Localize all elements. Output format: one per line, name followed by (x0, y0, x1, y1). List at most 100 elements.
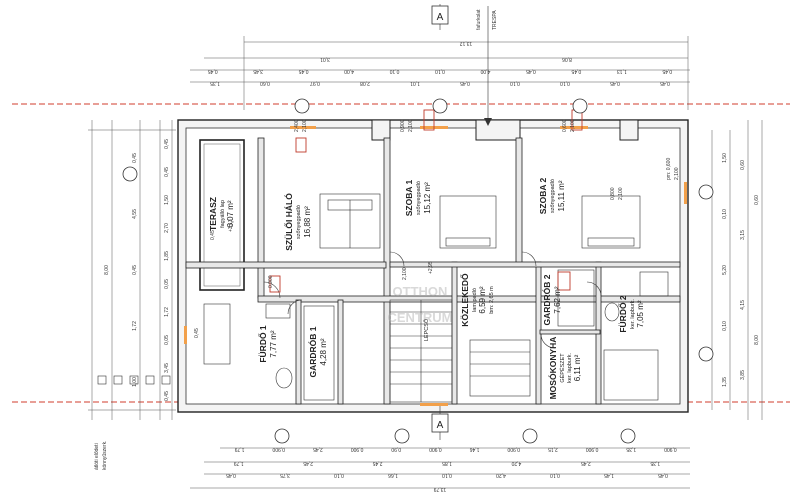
dimension-label: 4,00 (344, 68, 354, 74)
dimension-label: 0,10 (510, 80, 520, 86)
dimension-label: 0,10 (442, 472, 452, 478)
room-terasz: TERASZ fagyálló lap 6,07 m² (208, 197, 235, 231)
room-furdo-2: FÜRDŐ 2 ker. lapburk. 7,05 m² (617, 295, 645, 333)
opening-annotation: 0,900 (400, 119, 406, 132)
dimension-label: 0,10 (722, 321, 728, 331)
wardrobe-1 (303, 305, 335, 401)
svg-text:lam.padló: lam.padló (472, 288, 478, 312)
bottom-dimension-lines (190, 447, 690, 489)
opening-annotation: pm: 0,600 (666, 158, 672, 180)
opening-annotation: 0,900 (268, 275, 274, 288)
svg-text:7,77 m²: 7,77 m² (269, 330, 278, 357)
svg-text:GARDRÓB 1: GARDRÓB 1 (307, 326, 318, 377)
dimension-label: 3,75 (280, 472, 290, 478)
room-gardrob-2: GARDRÓB 2 7,62 m² (541, 274, 562, 325)
room-gardrob-1: GARDRÓB 1 4,28 m² (307, 326, 328, 377)
dimension-label: 0,900 (586, 446, 599, 452)
svg-text:GARDRÓB 2: GARDRÓB 2 (541, 274, 552, 325)
opening-annotation: 0,600 (562, 119, 568, 132)
svg-text:szőnyegpadló: szőnyegpadló (550, 179, 556, 213)
svg-text:6,11 m²: 6,11 m² (573, 354, 582, 381)
svg-text:16,88 m²: 16,88 m² (303, 206, 312, 238)
dimension-label: 8,00 (104, 265, 110, 275)
dimension-label: 1,35 (650, 460, 660, 466)
svg-text:15,11 m²: 15,11 m² (557, 180, 566, 211)
dimension-label: 1,35 (210, 80, 220, 86)
dimension-label: 0,45 (460, 80, 470, 86)
room-mosokonyha: MOSÓKONYHA GÉPÉSZET ker. lapburk. 6,11 m… (547, 337, 582, 400)
staircase (389, 299, 531, 403)
dimension-label: 4,00 (480, 68, 490, 74)
section-marker-bottom (431, 406, 449, 440)
opening-annotation: 2,100 (570, 119, 576, 132)
dimension-label: 0,97 (310, 80, 320, 86)
dimension-label: 8,06 (562, 56, 572, 62)
dimension-label: 1,50 (722, 153, 728, 163)
dimension-label: 0,45 (610, 80, 620, 86)
room-szoba-1: SZOBA 1 szőnyegpadló 15,12 m² (404, 179, 432, 216)
interior-walls (185, 137, 681, 405)
dimension-label: 0,45 (226, 472, 236, 478)
wardrobe-2 (557, 269, 595, 327)
svg-text:6,07 m²: 6,07 m² (226, 200, 235, 227)
dimension-label: 0,10 (560, 80, 570, 86)
stair-label: fafurkolat (476, 9, 482, 30)
door-swings (263, 251, 602, 349)
dimension-label: 1,85 (164, 251, 170, 261)
bathroom-2-fixtures (603, 271, 669, 401)
dimension-label: 0,45 (658, 472, 668, 478)
svg-text:KÖZLEKEDŐ: KÖZLEKEDŐ (459, 273, 470, 327)
dimension-label: 1,72 (132, 321, 138, 331)
left-dimension-lines (88, 120, 176, 420)
dimension-label: 3,15 (740, 230, 746, 240)
footer-note-2: könnyűszerk. (102, 441, 108, 470)
dimension-label: 3,45 (164, 363, 170, 373)
svg-text:szőnyegpadló: szőnyegpadló (296, 205, 302, 239)
svg-text:7,05 m²: 7,05 m² (636, 300, 645, 327)
dimension-label: 0,10 (550, 472, 560, 478)
svg-text:MOSÓKONYHA: MOSÓKONYHA (547, 337, 558, 400)
room-kozlekedo: KÖZLEKEDŐ lam.padló 6,59 m² bm: 2,65 m (459, 273, 495, 327)
opening-annotation: 0,45 (194, 328, 200, 338)
svg-text:6,59 m²: 6,59 m² (478, 286, 487, 313)
dimension-label: 0,45 (164, 139, 170, 149)
bed-room-2 (581, 195, 641, 249)
dimension-label: 0,900 (351, 446, 364, 452)
dimension-label: 3,45 (253, 68, 263, 74)
dimension-label: 1,50 (164, 195, 170, 205)
section-marker-top (431, 4, 449, 30)
dimension-label: 0,10 (389, 68, 399, 74)
dimension-label: 0,45 (164, 391, 170, 401)
dimension-label: 0,10 (435, 68, 445, 74)
dimension-label: 0,60 (754, 195, 760, 205)
bed-master (319, 193, 381, 249)
dimension-label: 1,00 (132, 377, 138, 387)
dimension-label: 2,45 (581, 460, 591, 466)
opening-annotation: 2,100 (302, 119, 308, 132)
pergola-posts (97, 375, 171, 385)
svg-text:SZOBA 1: SZOBA 1 (404, 179, 414, 216)
dimension-label: 4,15 (740, 300, 746, 310)
dimension-label: 0,900 (664, 446, 677, 452)
dimension-label: 0,45 (660, 80, 670, 86)
dimension-label: 2,45 (313, 446, 323, 452)
section-label-bottom: A (437, 420, 444, 431)
dimension-label: 1,35 (626, 446, 636, 452)
footer-note-1: átlóti elődeti (94, 443, 100, 470)
watermark-line-2: CENTRUM (388, 310, 453, 325)
dimension-label: 0,45 (571, 68, 581, 74)
opening-annotation: 2,400 (294, 119, 300, 132)
stair-label-2: TRESPA (492, 10, 498, 30)
dimension-label: 0,60 (260, 80, 270, 86)
dimension-label: 4,20 (511, 460, 521, 466)
bathroom-1-fixtures (203, 303, 293, 389)
dimension-label: 4,20 (496, 472, 506, 478)
svg-text:SZÜLŐI HÁLÓ: SZÜLŐI HÁLÓ (283, 193, 294, 251)
dimension-label: 3,85 (740, 370, 746, 380)
dimension-label: 0,45 (164, 167, 170, 177)
dimension-label: 3,01 (320, 56, 330, 62)
dimension-label: 1,35 (722, 377, 728, 387)
dimension-label: 0,60 (740, 160, 746, 170)
dimension-label: 1,13 (617, 68, 627, 74)
